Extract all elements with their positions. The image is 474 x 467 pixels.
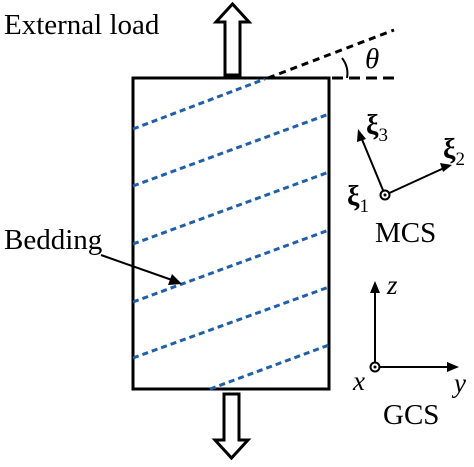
theta-arc — [341, 57, 349, 79]
xi2-arrowhead — [440, 163, 452, 172]
xi1-label: ξ1 — [347, 181, 369, 217]
external-load-label: External load — [4, 9, 160, 41]
xi3-arrowhead — [357, 129, 366, 142]
xi2-label: ξ2 — [443, 134, 465, 170]
x-origin-dot — [373, 365, 377, 369]
theta-label: θ — [365, 43, 379, 75]
bedding-line — [132, 112, 330, 188]
external-load-arrow-top — [212, 1, 253, 77]
mcs-label: MCS — [375, 217, 436, 249]
external-load-arrow-bottom — [211, 392, 252, 461]
bedding-pointer-line — [100, 254, 173, 281]
y-arrowhead — [447, 362, 459, 372]
bedding-line — [132, 228, 330, 304]
xi3-axis — [360, 136, 386, 196]
xi1-origin-dot — [383, 193, 387, 197]
xi3-label: ξ3 — [366, 110, 388, 146]
x-label: x — [352, 366, 365, 396]
bedding-line — [209, 343, 330, 391]
bedding-line — [132, 285, 330, 360]
bedding-line — [132, 170, 330, 246]
bedding-line — [132, 77, 266, 131]
bedding-label: Bedding — [4, 224, 102, 256]
bedding-pointer-arrowhead — [168, 274, 182, 285]
z-arrowhead — [370, 281, 380, 293]
bedding-extension-line — [267, 28, 395, 80]
rock-specimen — [131, 76, 331, 391]
xi2-axis — [384, 167, 445, 196]
gcs-label: GCS — [383, 399, 439, 431]
mcs-axes — [360, 136, 445, 196]
y-label: y — [451, 368, 466, 398]
gcs-axes — [374, 290, 450, 368]
z-label: z — [386, 270, 398, 300]
bedding-planes — [132, 77, 330, 391]
